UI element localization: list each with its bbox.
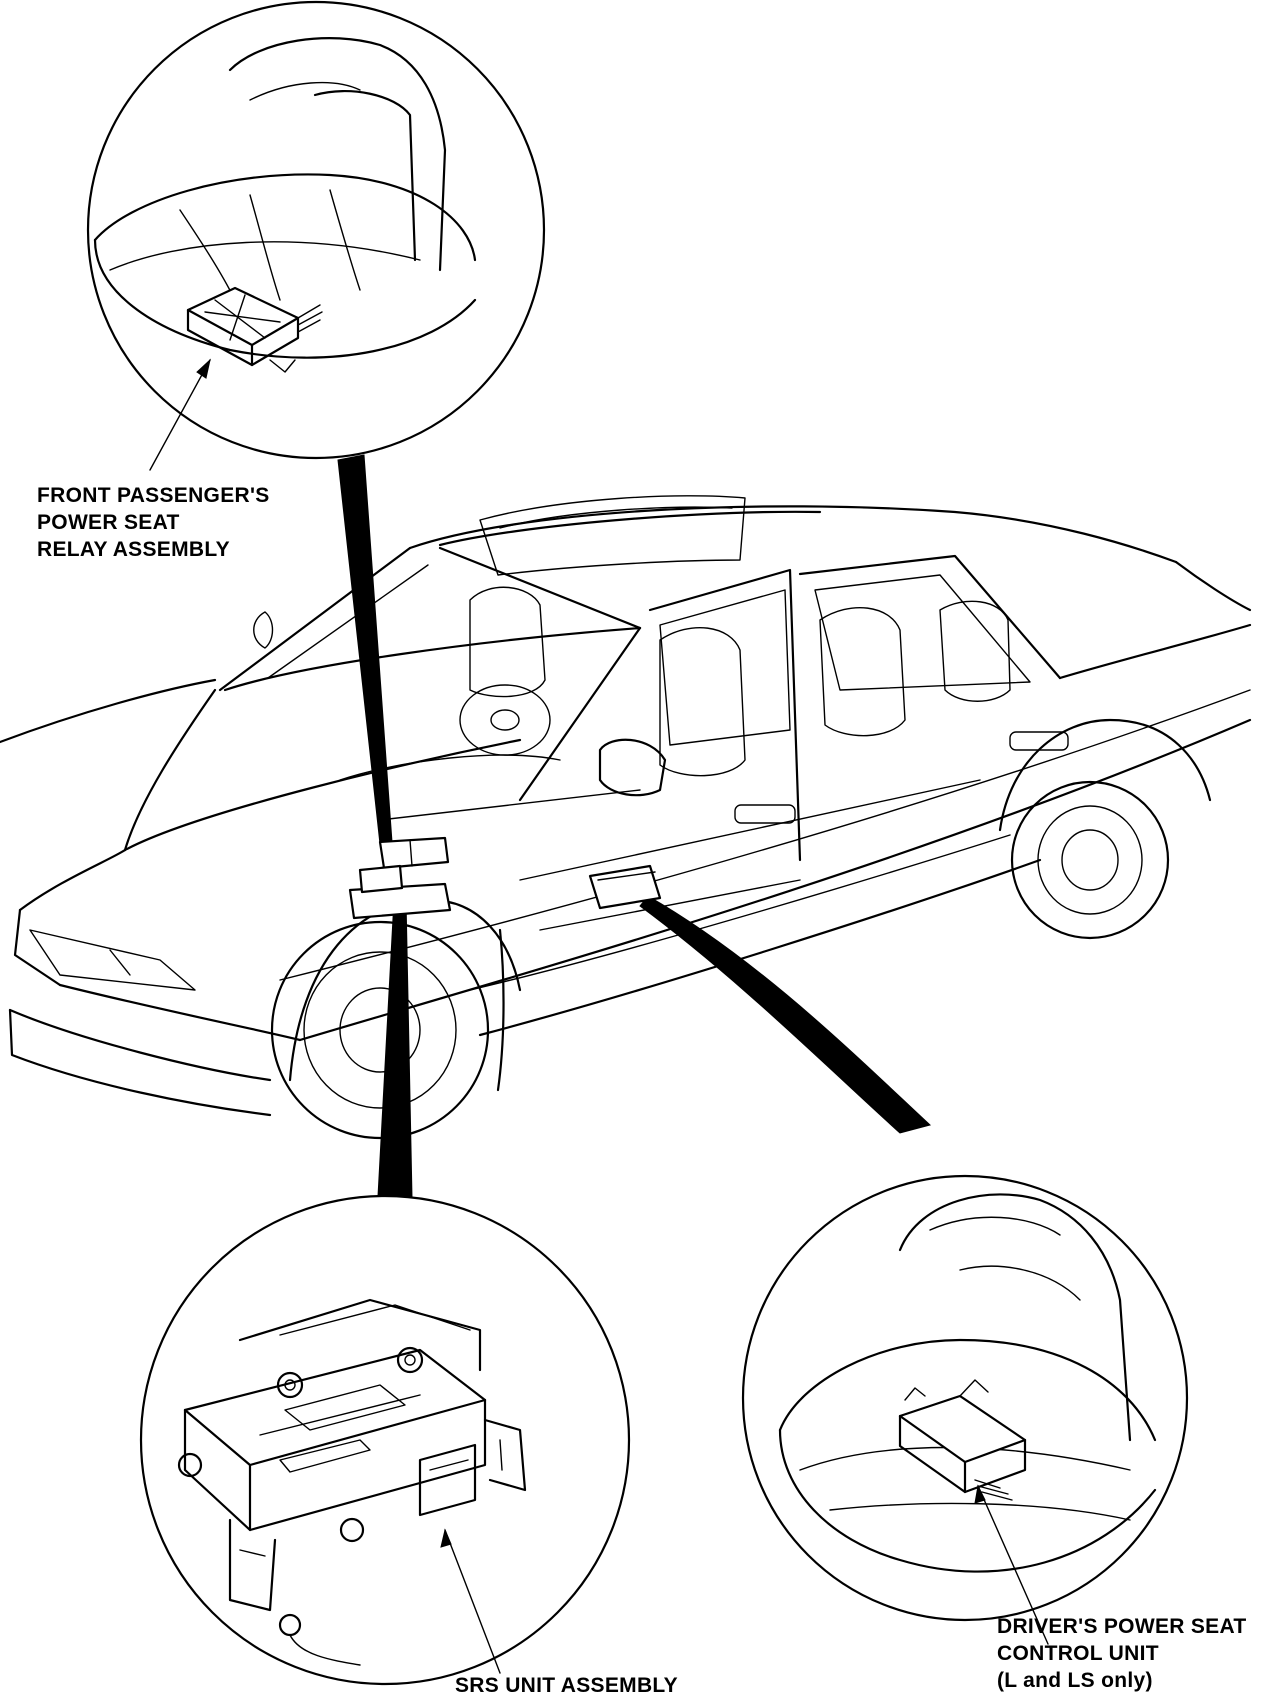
label-passenger-relay-line1: FRONT PASSENGER'S <box>37 484 270 507</box>
inset-passenger-seat <box>86 0 546 471</box>
label-passenger-relay-line2: POWER SEAT <box>37 511 180 534</box>
label-driver-control-line1: DRIVER'S POWER SEAT <box>997 1615 1247 1638</box>
label-passenger-relay: FRONT PASSENGER'S POWER SEAT RELAY ASSEM… <box>37 482 270 563</box>
car-illustration <box>0 495 1252 1140</box>
label-driver-control-line3: (L and LS only) <box>997 1669 1153 1692</box>
connector-driver <box>639 895 932 1134</box>
connector-srs <box>377 899 413 1199</box>
label-driver-control-unit: DRIVER'S POWER SEAT CONTROL UNIT (L and … <box>997 1613 1247 1694</box>
inset-driver-seat <box>741 1174 1189 1645</box>
inset-srs-unit <box>139 1194 631 1686</box>
label-srs-unit-line1: SRS UNIT ASSEMBLY <box>455 1674 678 1697</box>
label-passenger-relay-line3: RELAY ASSEMBLY <box>37 538 230 561</box>
connector-passenger <box>337 454 393 845</box>
label-srs-unit: SRS UNIT ASSEMBLY <box>455 1672 678 1699</box>
label-driver-control-line2: CONTROL UNIT <box>997 1642 1159 1665</box>
